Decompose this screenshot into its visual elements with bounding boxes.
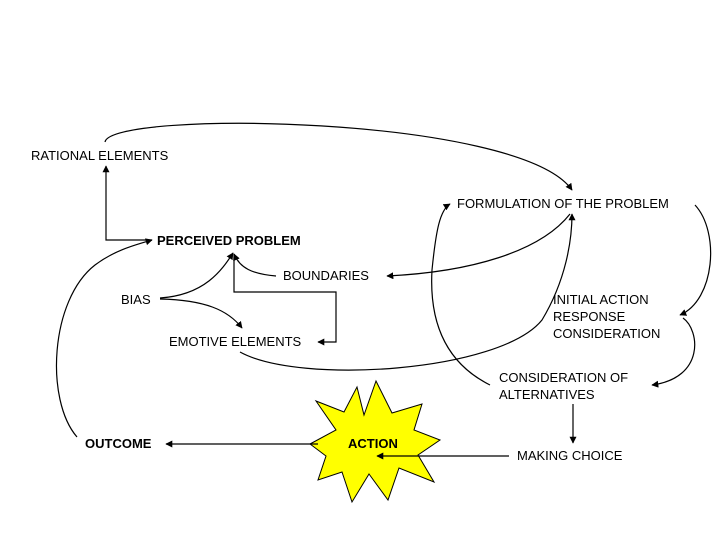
arrow-boundaries-to-perceived xyxy=(233,253,277,277)
arrow-consideration-to-formulation xyxy=(431,203,491,386)
node-perceived-problem: PERCEIVED PROBLEM xyxy=(157,233,301,248)
arrow-formulation-to-boundaries xyxy=(386,213,571,280)
node-bias: BIAS xyxy=(121,292,151,307)
arrow-perceived-to-rational xyxy=(102,165,152,241)
node-consideration-of-alternatives: CONSIDERATION OF ALTERNATIVES xyxy=(499,370,629,402)
arrow-emotive-to-formulation xyxy=(239,213,576,371)
arrow-rational-to-formulation xyxy=(104,122,573,191)
node-making-choice: MAKING CHOICE xyxy=(517,448,623,463)
node-formulation-of-problem: FORMULATION OF THE PROBLEM xyxy=(457,196,669,211)
arrow-initial-to-consideration xyxy=(651,317,696,388)
action-starburst xyxy=(309,379,442,504)
arrow-bracket-to-emotive xyxy=(233,254,337,346)
arrow-bias-to-emotive xyxy=(159,298,243,329)
node-emotive-elements: EMOTIVE ELEMENTS xyxy=(169,334,302,349)
node-rational-elements: RATIONAL ELEMENTS xyxy=(31,148,169,163)
arrow-formulation-to-initial xyxy=(679,204,712,316)
node-boundaries: BOUNDARIES xyxy=(283,268,369,283)
arrow-outcome-to-perceived xyxy=(55,238,153,438)
node-initial-action-response: INITIAL ACTION RESPONSE CONSIDERATION xyxy=(553,292,661,341)
node-outcome: OUTCOME xyxy=(85,436,152,451)
arrow-bias-to-perceived xyxy=(159,252,234,299)
node-action: ACTION xyxy=(348,436,398,451)
